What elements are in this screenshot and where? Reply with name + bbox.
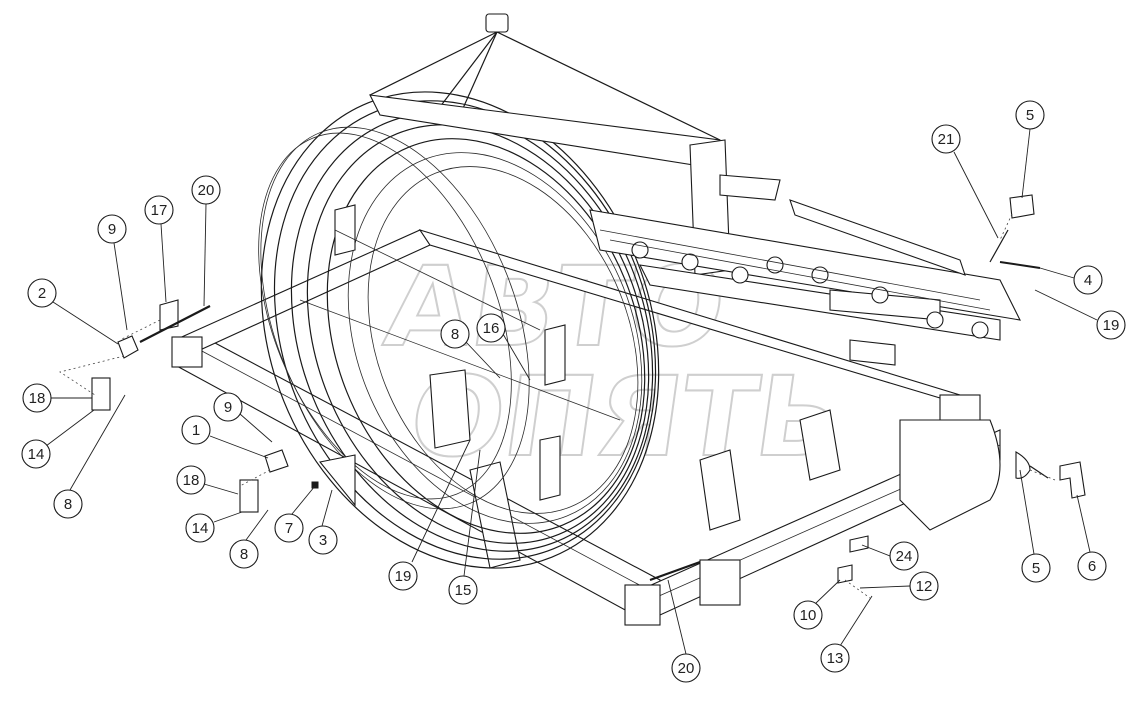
callout-label: 8 bbox=[240, 546, 248, 563]
callout-label: 21 bbox=[938, 131, 955, 148]
callout-4: 4 bbox=[1039, 265, 1103, 295]
callout-label: 2 bbox=[38, 285, 46, 302]
callout-12: 12 bbox=[859, 571, 939, 601]
callout-20-bottom: 20 bbox=[667, 579, 701, 683]
callout-6: 6 bbox=[1076, 494, 1107, 581]
callout-24: 24 bbox=[861, 541, 919, 571]
callout-15: 15 bbox=[448, 449, 481, 605]
callout-7: 7 bbox=[274, 485, 316, 543]
callout-label: 9 bbox=[224, 399, 232, 416]
callout-label: 4 bbox=[1084, 272, 1092, 289]
callout-2: 2 bbox=[27, 278, 119, 345]
assembly-lines bbox=[59, 213, 1056, 599]
callout-label: 7 bbox=[285, 520, 293, 537]
watermark-line2: ОПЯТЬ bbox=[402, 353, 849, 481]
callout-label: 9 bbox=[108, 221, 116, 238]
callout-16: 16 bbox=[476, 313, 531, 381]
callout-13: 13 bbox=[820, 595, 873, 673]
callout-19-left: 19 bbox=[388, 439, 471, 591]
callout-label: 8 bbox=[451, 326, 459, 343]
callout-label: 15 bbox=[455, 582, 472, 599]
callout-label: 24 bbox=[896, 548, 913, 565]
callout-label: 16 bbox=[483, 320, 500, 337]
callout-14-left: 14 bbox=[21, 409, 95, 469]
callout-19-right: 19 bbox=[1034, 289, 1126, 340]
callout-label: 18 bbox=[183, 472, 200, 489]
callout-5-bottom: 5 bbox=[1019, 469, 1051, 583]
callout-label: 12 bbox=[916, 578, 933, 595]
callout-17: 17 bbox=[144, 195, 174, 303]
callout-label: 5 bbox=[1032, 560, 1040, 577]
callout-1: 1 bbox=[181, 415, 269, 459]
callout-5-top: 5 bbox=[1015, 100, 1045, 199]
callout-14-middle: 14 bbox=[185, 511, 243, 543]
callout-8-center: 8 bbox=[440, 319, 501, 379]
callout-label: 20 bbox=[198, 182, 215, 199]
callout-label: 6 bbox=[1088, 558, 1096, 575]
chassis-frame bbox=[171, 229, 1001, 626]
callout-21: 21 bbox=[931, 124, 999, 239]
callout-3: 3 bbox=[308, 489, 338, 555]
callout-10: 10 bbox=[793, 579, 841, 630]
callout-label: 3 bbox=[319, 532, 327, 549]
callout-label: 13 bbox=[827, 650, 844, 667]
callout-label: 10 bbox=[800, 607, 817, 624]
callout-label: 17 bbox=[151, 202, 168, 219]
callout-label: 20 bbox=[678, 660, 695, 677]
callout-label: 14 bbox=[192, 520, 209, 537]
callout-label: 19 bbox=[1103, 317, 1120, 334]
callout-9-left: 9 bbox=[97, 214, 128, 331]
callout-label: 19 bbox=[395, 568, 412, 585]
callout-9-middle: 9 bbox=[213, 392, 273, 443]
callout-label: 8 bbox=[64, 496, 72, 513]
callout-20-top: 20 bbox=[191, 175, 221, 307]
exploded-parts bbox=[91, 194, 1086, 584]
callout-label: 1 bbox=[192, 422, 200, 439]
callout-label: 14 bbox=[28, 446, 45, 463]
callouts: 1 2 3 4 5 5 6 bbox=[21, 100, 1126, 683]
callout-8-middle: 8 bbox=[229, 509, 269, 569]
callout-label: 5 bbox=[1026, 107, 1034, 124]
conveyor-assembly bbox=[589, 174, 1021, 366]
callout-label: 18 bbox=[29, 390, 46, 407]
callout-18-left: 18 bbox=[22, 383, 92, 413]
callout-18-middle: 18 bbox=[176, 465, 239, 495]
callout-8-left: 8 bbox=[53, 394, 126, 519]
